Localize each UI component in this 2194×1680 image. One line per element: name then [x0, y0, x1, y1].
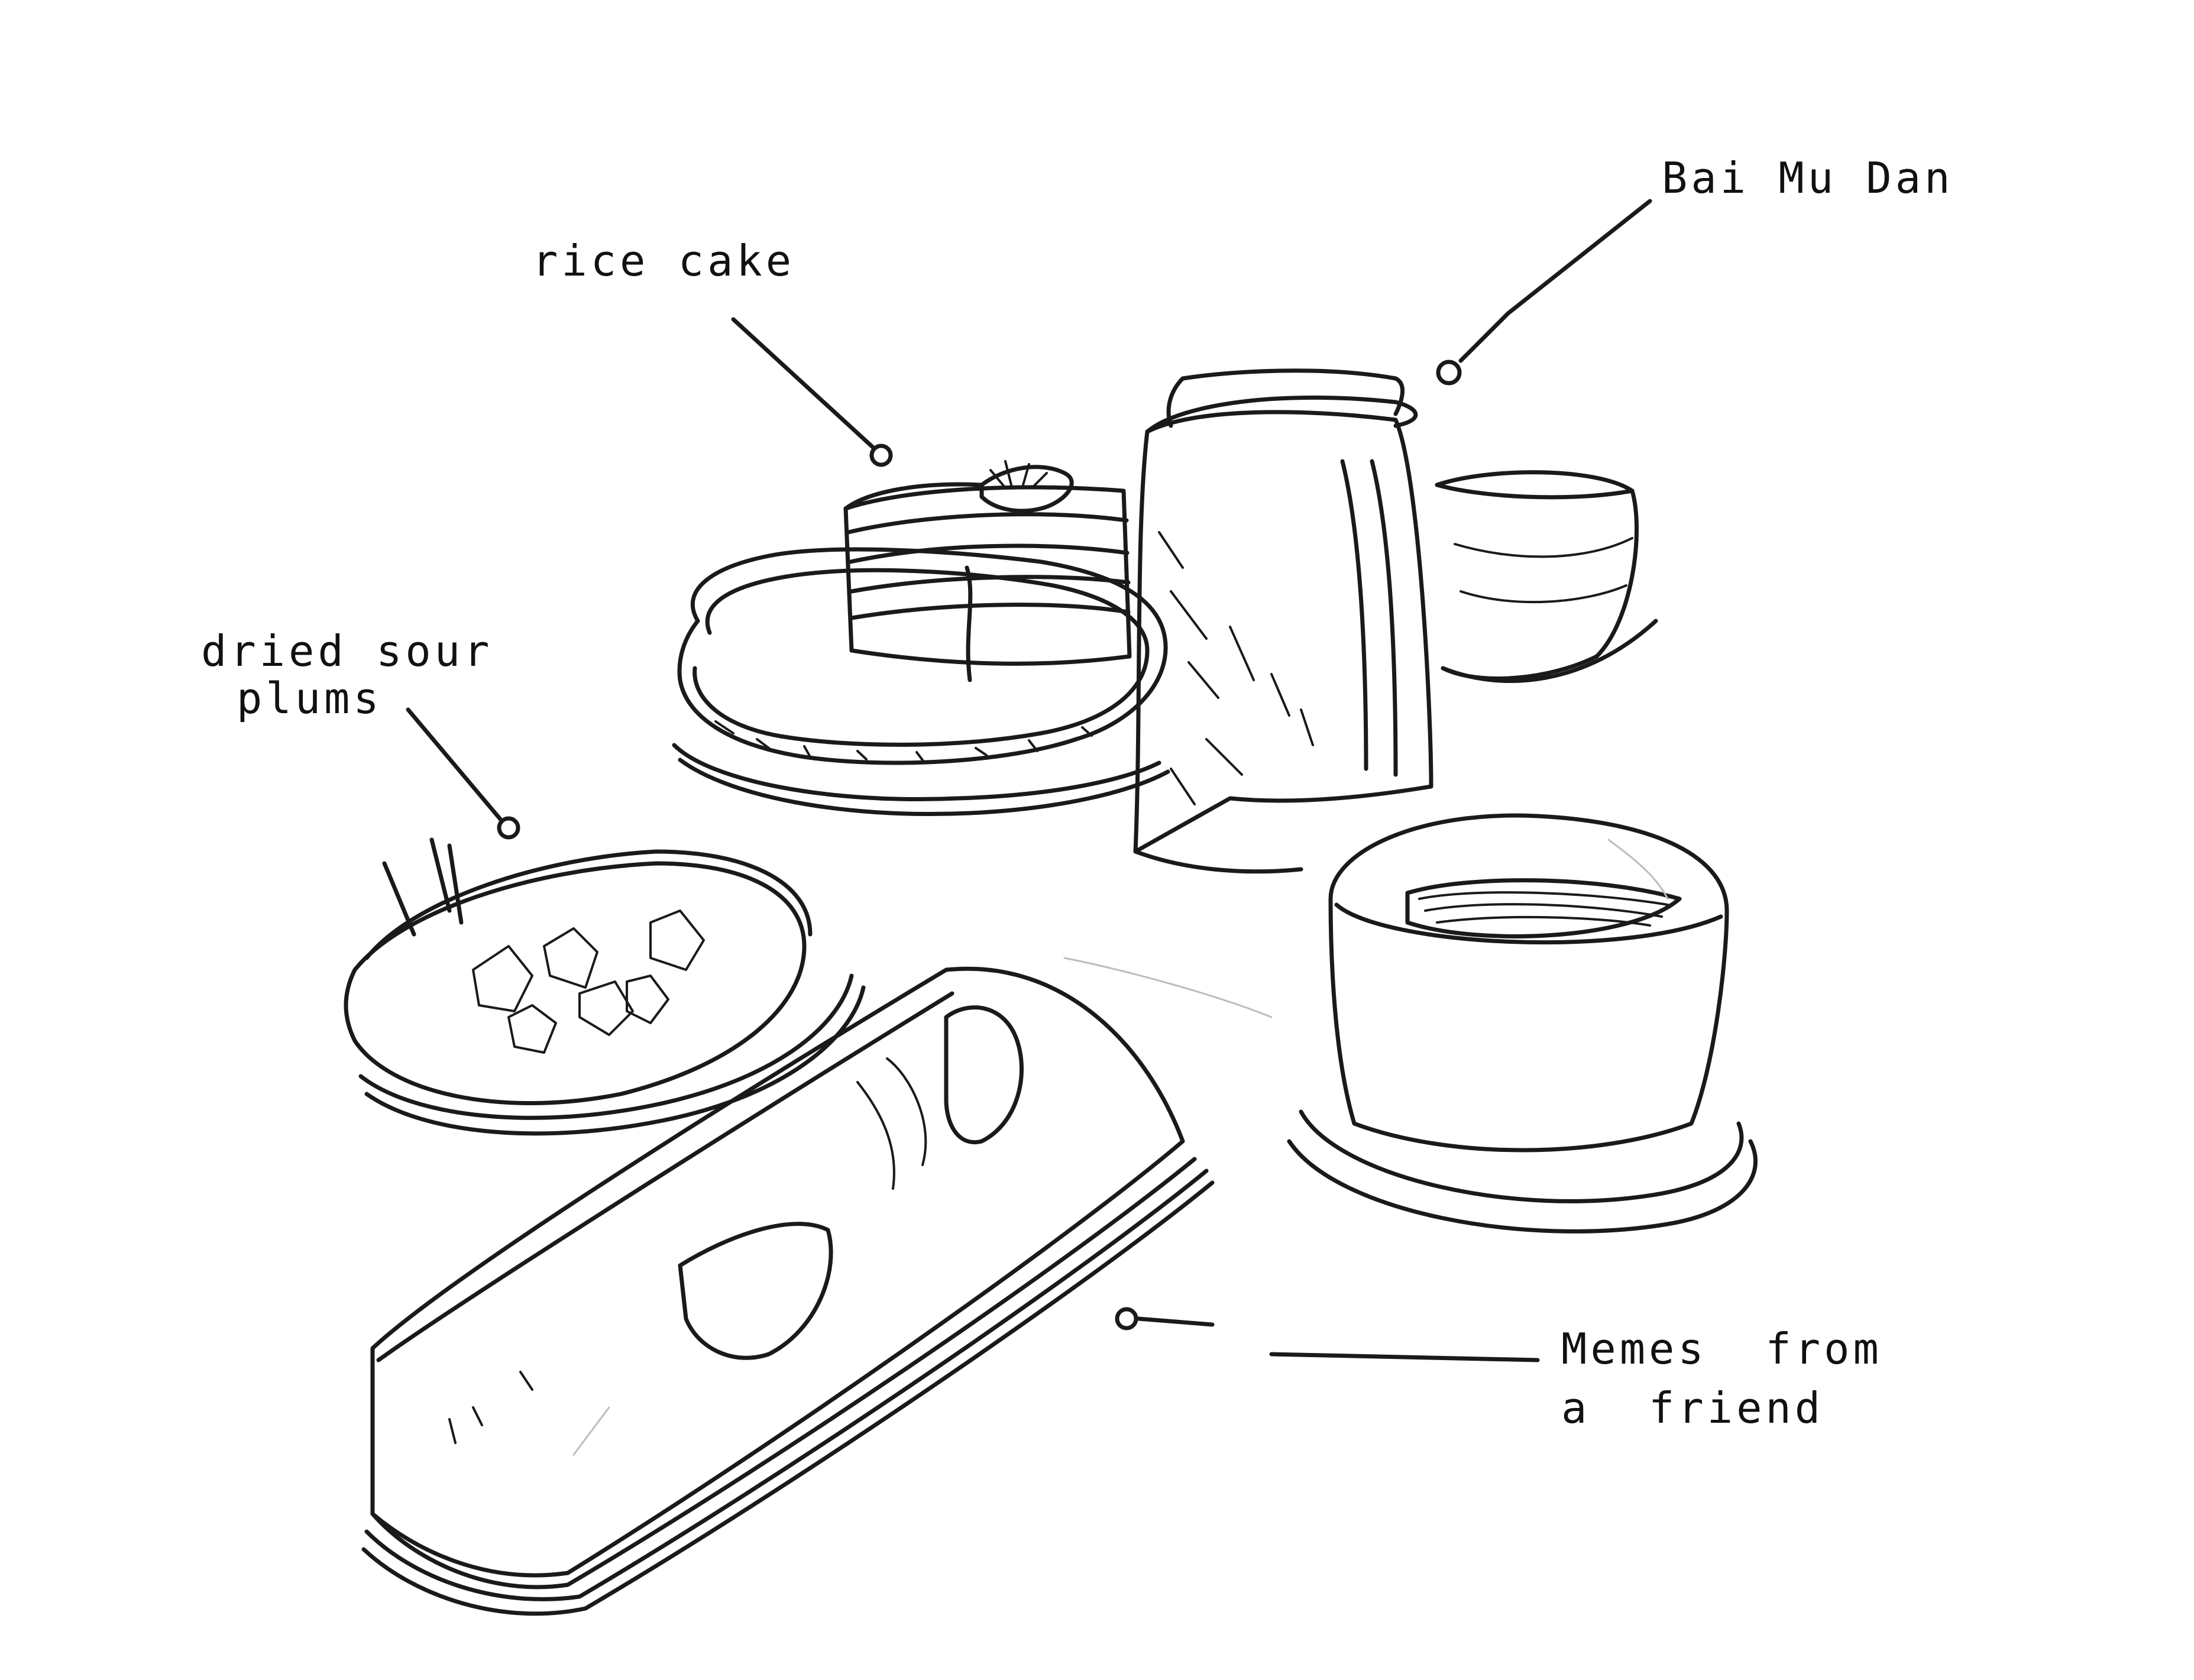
dried-sour-plums-label-line2: plums [237, 674, 383, 723]
rice-cake [843, 460, 1132, 682]
back-tea-cup [1435, 470, 1658, 683]
bai-mu-dan-label: Bai Mu Dan [1662, 153, 1954, 203]
plums-leader [406, 707, 520, 840]
front-tea-cup [1287, 813, 1758, 1234]
memes-package [361, 966, 1215, 1616]
rice-cake-plate [672, 547, 1170, 816]
dried-sour-plums-plate [344, 837, 866, 1136]
bai-mu-dan-leader [1436, 199, 1652, 386]
memes-label-line2: a friend [1561, 1383, 1824, 1433]
memes-label-line1: Memes from [1561, 1324, 1882, 1374]
bai-mu-dan-canister [1133, 368, 1433, 874]
memes-leader [1115, 1307, 1540, 1362]
faint-pencil-lines [572, 839, 1669, 1456]
rice-cake-label: rice cake [532, 236, 795, 286]
rice-cake-leader [731, 317, 893, 467]
dried-sour-plums-label-line1: dried sour [201, 626, 493, 676]
